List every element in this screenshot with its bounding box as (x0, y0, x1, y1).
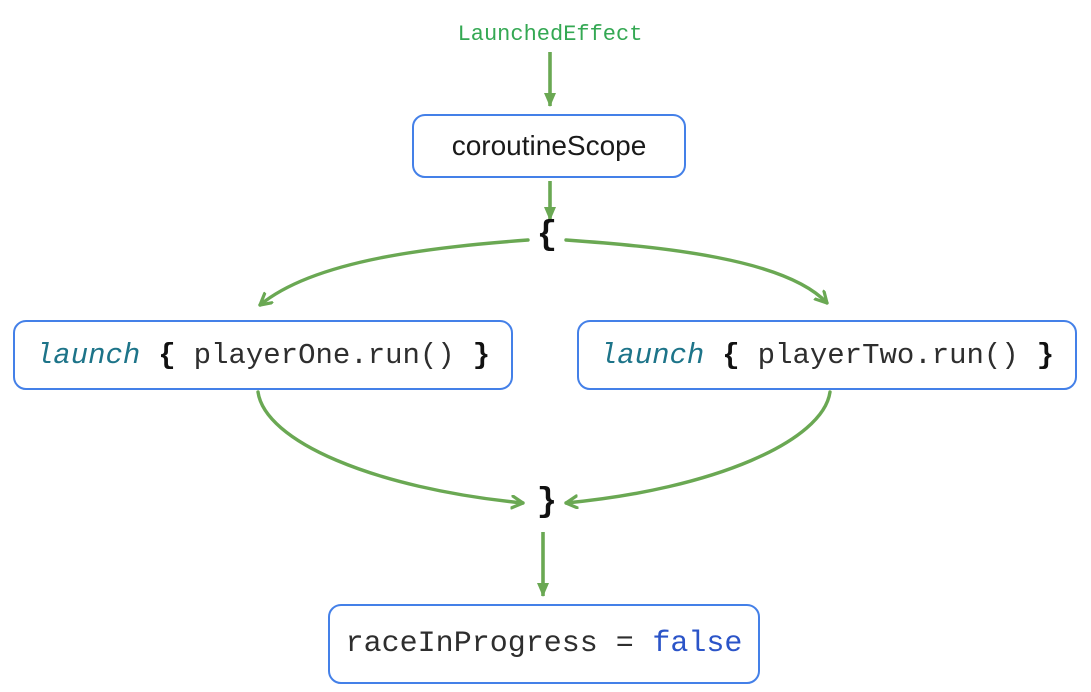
launch-playertwo-node: launch { playerTwo.run() } (577, 320, 1077, 390)
launch-keyword: launch (35, 338, 141, 372)
playerone-run-call: playerOne.run() (193, 338, 455, 372)
launch-playertwo-code: launch { playerTwo.run() } (600, 339, 1054, 372)
launch-keyword: launch (599, 338, 705, 372)
arrow-playerone-to-close-brace (256, 390, 525, 503)
coroutinescope-label: coroutineScope (451, 130, 647, 161)
coroutinescope-node: coroutineScope (412, 114, 686, 178)
playertwo-run-call: playerTwo.run() (757, 338, 1019, 372)
scope-open-brace: { (536, 217, 558, 255)
scope-close-brace: } (536, 484, 558, 522)
arrow-open-brace-to-playertwo (564, 238, 829, 305)
launched-effect-label: LaunchedEffect (457, 22, 643, 47)
close-brace: } (1036, 338, 1055, 372)
race-in-progress-assignment: raceInProgress = (345, 627, 634, 661)
launch-playerone-node: launch { playerOne.run() } (13, 320, 513, 390)
close-brace: } (472, 338, 491, 372)
open-brace: { (158, 338, 176, 372)
false-value: false (652, 627, 743, 661)
arrow-playertwo-to-close-brace (564, 390, 832, 503)
race-in-progress-node: raceInProgress = false (328, 604, 760, 684)
open-brace: { (722, 338, 740, 372)
race-in-progress-code: raceInProgress = false (346, 627, 743, 661)
arrow-open-brace-to-playerone (258, 238, 530, 307)
launch-playerone-code: launch { playerOne.run() } (36, 339, 490, 372)
